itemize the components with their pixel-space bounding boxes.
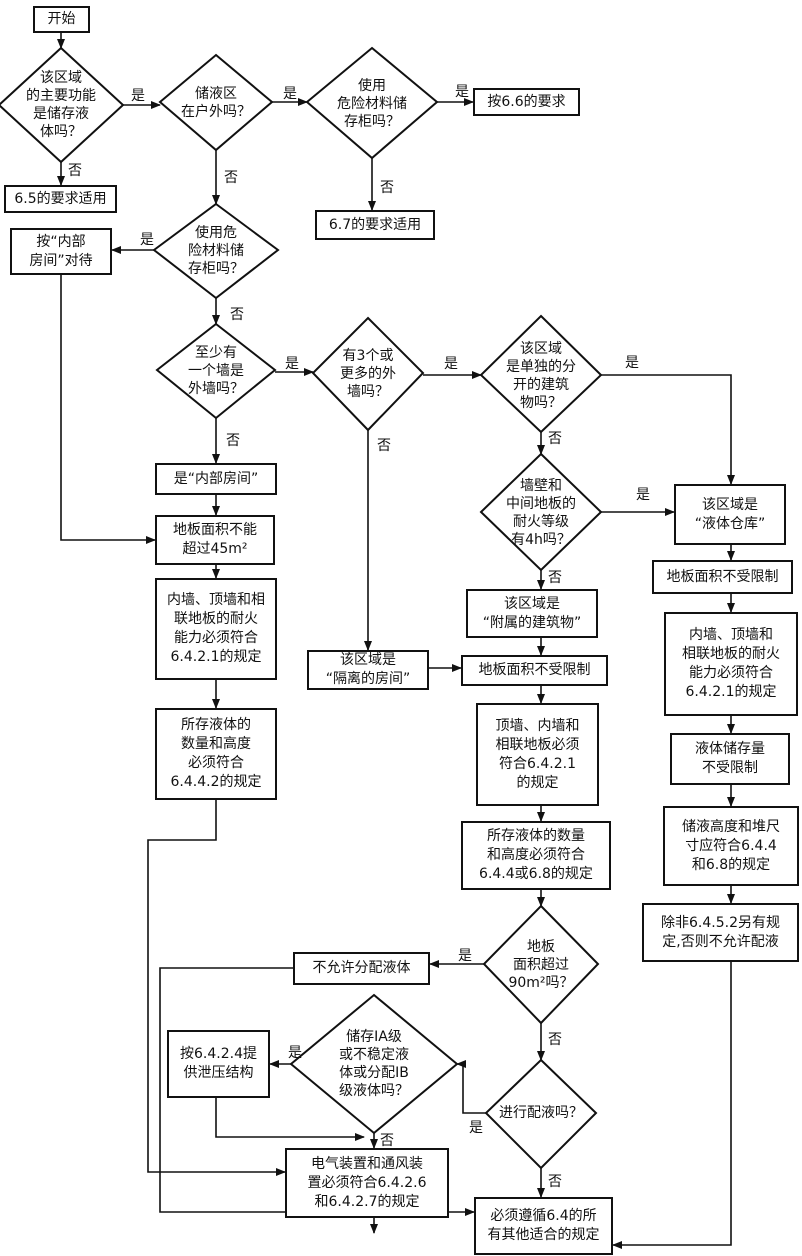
start-node: 开始 — [33, 6, 90, 33]
box-treat-as-inner-room: 按“内部 房间”对待 — [10, 228, 112, 275]
label-no-7: 否 — [548, 431, 562, 447]
label-no-6: 否 — [377, 438, 391, 454]
label-no-1: 否 — [68, 163, 82, 179]
decision-exterior-wall: 至少有 一个墙是 外墙吗？ — [188, 345, 244, 397]
label-no-9: 否 — [548, 1032, 562, 1048]
box-isolated-room: 该区域是 “隔离的房间” — [307, 650, 429, 690]
box-electrical-ventilation: 电气装置和通风装 置必须符合6.4.2.6 和6.4.2.7的规定 — [285, 1148, 449, 1218]
decision-hazmat-cabinet-1: 使用 危险材料储 存柜吗？ — [337, 78, 407, 130]
box-per-6-6: 按6.6的要求 — [473, 88, 580, 116]
box-pressure-relief: 按6.4.2.4提 供泄压结构 — [167, 1030, 270, 1098]
box-attached-building: 该区域是 “附属的建筑物” — [466, 589, 598, 638]
decision-floor-area: 地板 面积超过 90m²吗？ — [508, 939, 574, 991]
decision-three-exterior-walls: 有3个或 更多的外 墙吗？ — [340, 348, 396, 400]
box-follow-6-4: 必须遵循6.4的所 有其他适合的规定 — [474, 1197, 613, 1255]
box-no-dispense-unless: 除非6.4.5.2另有规 定,否则不允许配液 — [642, 903, 799, 962]
label-no-3: 否 — [380, 180, 394, 196]
label-no-10: 否 — [380, 1133, 394, 1149]
box-floor-unlimited-right: 地板面积不受限制 — [652, 560, 793, 594]
box-liquid-quantity-mid: 所存液体的数量 和高度必须符合 6.4.4或6.8的规定 — [461, 821, 611, 890]
box-fire-rating-mid: 顶墙、内墙和 相联地板必须 符合6.4.2.1 的规定 — [476, 703, 599, 806]
box-floor-unlimited-mid: 地板面积不受限制 — [461, 655, 608, 686]
label-yes-11: 是 — [469, 1120, 483, 1136]
decision-outdoor-storage: 储液区 在户外吗？ — [181, 86, 251, 120]
label-no-4: 否 — [230, 307, 244, 323]
box-liquid-warehouse: 该区域是 “液体仓库” — [674, 484, 786, 545]
label-yes-8: 是 — [636, 487, 650, 503]
decision-dispensing: 进行配液吗？ — [499, 1105, 583, 1121]
label-no-11: 否 — [548, 1174, 562, 1190]
label-no-5: 否 — [226, 433, 240, 449]
box-liquid-quantity-inner: 所存液体的 数量和高度 必须符合 6.4.4.2的规定 — [155, 708, 277, 800]
decision-hazmat-cabinet-2: 使用危 险材料储 存柜吗？ — [188, 225, 244, 277]
decision-main-function-storage: 该区域 的主要功能 是储存液 体吗？ — [26, 70, 96, 140]
box-fire-rating-right: 内墙、顶墙和 相联地板的耐火 能力必须符合 6.4.2.1的规定 — [664, 612, 798, 716]
label-yes-10: 是 — [288, 1045, 302, 1061]
label-no-8: 否 — [548, 570, 562, 586]
label-yes-1: 是 — [131, 88, 145, 104]
label-yes-9: 是 — [458, 948, 472, 964]
box-is-inner-room: 是“内部房间” — [155, 463, 277, 495]
label-yes-4: 是 — [140, 232, 154, 248]
label-no-2: 否 — [224, 170, 238, 186]
box-height-right: 储液高度和堆尺 寸应符合6.4.4 和6.8的规定 — [663, 806, 799, 886]
label-yes-7: 是 — [625, 355, 639, 371]
decision-fire-rating: 墙壁和 中间地板的 耐火等级 有4h吗？ — [506, 478, 576, 548]
box-6-7-applies: 6.7的要求适用 — [315, 210, 435, 240]
label-yes-6: 是 — [444, 356, 458, 372]
decision-class-ia-liquid: 储存IA级 或不稳定液 体或分配IB 级液体吗？ — [339, 1029, 409, 1099]
box-floor-max-45: 地板面积不能 超过45m² — [155, 515, 275, 565]
box-fire-rating-inner: 内墙、顶墙和相 联地板的耐火 能力必须符合 6.4.2.1的规定 — [155, 578, 277, 680]
decision-separate-building: 该区域 是单独的分 开的建筑 物吗？ — [506, 341, 576, 411]
box-storage-unlimited: 液体储存量 不受限制 — [670, 733, 790, 785]
label-yes-2: 是 — [283, 86, 297, 102]
box-no-dispensing: 不允许分配液体 — [293, 952, 430, 985]
label-yes-3: 是 — [455, 84, 469, 100]
box-6-5-applies: 6.5的要求适用 — [4, 185, 117, 213]
label-yes-5: 是 — [285, 356, 299, 372]
